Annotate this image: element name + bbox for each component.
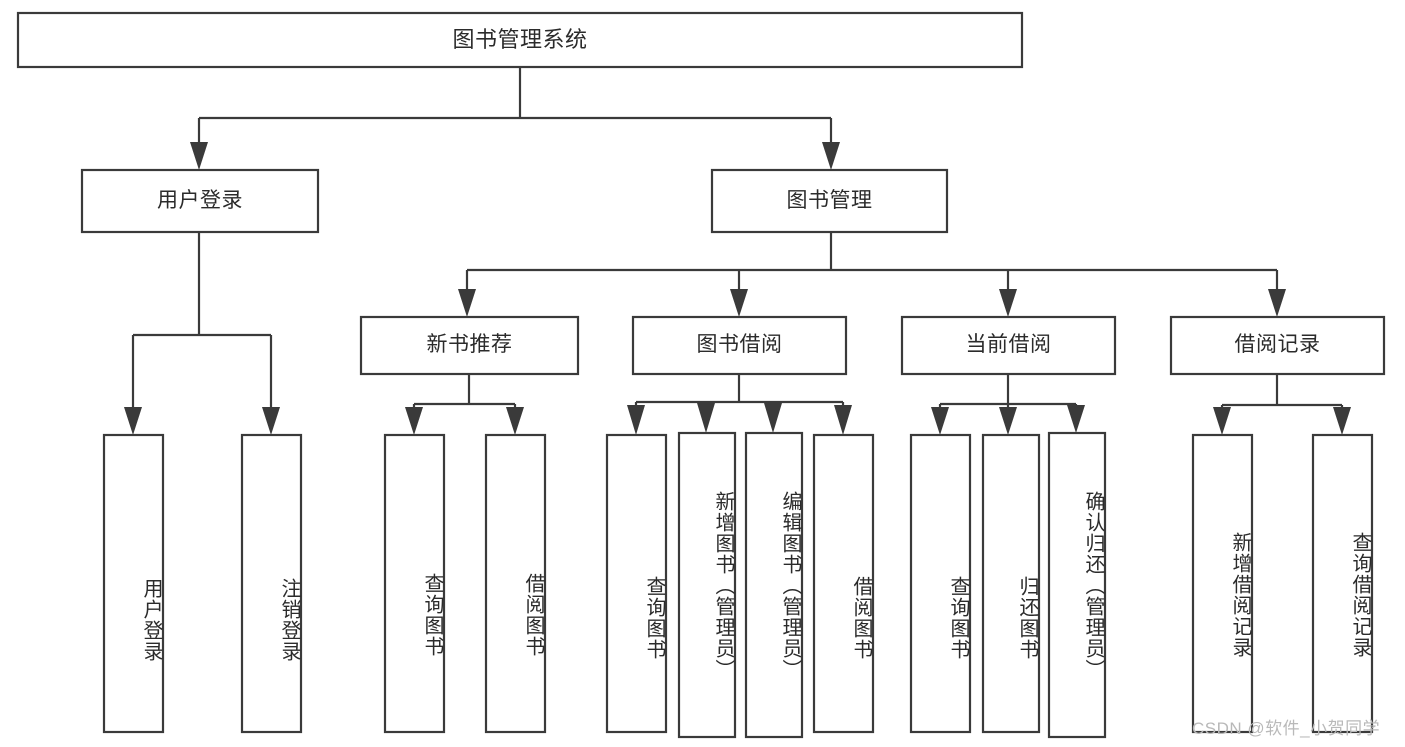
arrow-currentborrow-to-leaf-2 — [999, 407, 1017, 435]
arrow-bookborrow-to-leaf-3 — [764, 403, 782, 433]
node-box-leaf-current-borrow-3[interactable] — [1047, 431, 1107, 739]
node-box-new-book-recommend[interactable] — [359, 315, 580, 376]
edge-group-new-book — [405, 374, 524, 435]
edge-group-user-login — [124, 232, 280, 435]
node-box-leaf-new-book-1[interactable] — [383, 433, 446, 734]
node-box-leaf-borrow-record-1[interactable] — [1191, 433, 1254, 734]
arrow-bookborrow-to-leaf-1 — [627, 405, 645, 435]
arrow-currentborrow-to-leaf-3 — [1067, 405, 1085, 433]
edge-group-book-borrow — [627, 374, 852, 435]
arrow-newbook-to-leaf-2 — [506, 407, 524, 435]
node-box-user-login[interactable] — [80, 168, 320, 234]
arrow-root-to-user-login — [190, 142, 208, 170]
arrow-root-to-book-mgmt — [822, 142, 840, 170]
node-box-borrow-record[interactable] — [1169, 315, 1386, 376]
arrow-currentborrow-to-leaf-1 — [931, 407, 949, 435]
node-box-leaf-current-borrow-2[interactable] — [981, 433, 1041, 734]
arrow-userlogin-to-leaf-2 — [262, 407, 280, 435]
node-box-leaf-book-borrow-2[interactable] — [677, 431, 737, 739]
edge-group-root — [190, 67, 840, 170]
edge-group-book-mgmt — [458, 232, 1286, 317]
node-box-current-borrow[interactable] — [900, 315, 1117, 376]
arrow-newbook-to-leaf-1 — [405, 407, 423, 435]
node-box-leaf-borrow-record-2[interactable] — [1311, 433, 1374, 734]
edge-group-borrow-record — [1213, 374, 1351, 435]
node-box-leaf-user-login-1[interactable] — [102, 433, 165, 734]
arrow-borrowrecord-to-leaf-1 — [1213, 407, 1231, 435]
node-box-book-management[interactable] — [710, 168, 949, 234]
arrow-borrowrecord-to-leaf-2 — [1333, 407, 1351, 435]
arrow-userlogin-to-leaf-1 — [124, 407, 142, 435]
node-box-leaf-book-borrow-1[interactable] — [605, 433, 668, 734]
node-box-book-borrow[interactable] — [631, 315, 848, 376]
edge-group-current-borrow — [931, 374, 1085, 435]
node-box-root[interactable] — [16, 11, 1024, 69]
node-box-leaf-new-book-2[interactable] — [484, 433, 547, 734]
arrow-bookmgmt-to-new-book — [458, 289, 476, 317]
node-box-leaf-book-borrow-4[interactable] — [812, 433, 875, 734]
arrow-bookmgmt-to-borrow — [730, 289, 748, 317]
arrow-bookmgmt-to-record — [1268, 289, 1286, 317]
arrow-bookborrow-to-leaf-2 — [697, 403, 715, 433]
arrow-bookmgmt-to-current — [999, 289, 1017, 317]
node-box-leaf-book-borrow-3[interactable] — [744, 431, 804, 739]
node-box-leaf-current-borrow-1[interactable] — [909, 433, 972, 734]
arrow-bookborrow-to-leaf-4 — [834, 405, 852, 435]
node-box-leaf-user-login-2[interactable] — [240, 433, 303, 734]
